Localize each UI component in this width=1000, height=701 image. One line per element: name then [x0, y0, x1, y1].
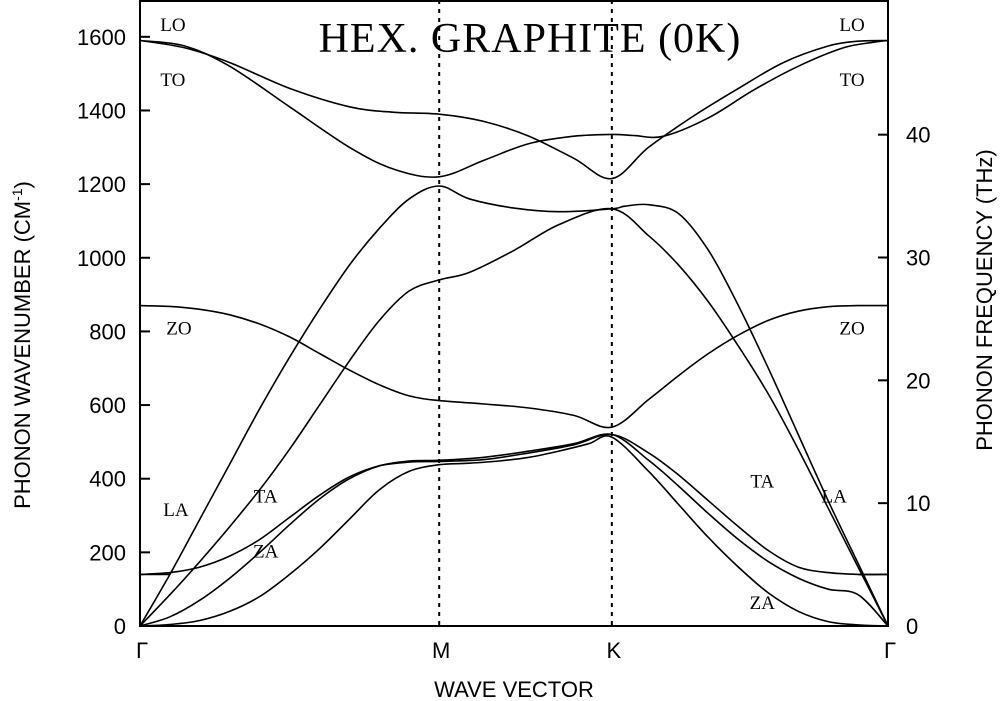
branch-label-to: TO: [840, 70, 865, 91]
y-right-tick-label: 0: [906, 614, 918, 639]
branch-curve-3: [139, 207, 889, 627]
branch-curve-7: [139, 435, 889, 627]
dashed-symmetry-lines: [438, 0, 613, 626]
branch-curve-0: [139, 39, 889, 180]
branch-label-za: ZA: [750, 593, 776, 614]
axis-ticks: 0 200 400 600 800 1000 1200 1400 1600 0 10 20 30 40Γ M…: [77, 25, 930, 663]
y-left-tick-label: 0: [114, 614, 126, 639]
branch-label-la: LA: [821, 486, 847, 507]
x-tick-label: M: [432, 638, 450, 663]
branch-label-to: TO: [160, 70, 185, 91]
y-right-tick-label: 40: [906, 123, 930, 148]
x-tick-label: Γ: [136, 638, 148, 663]
y-axis-right-title: PHONON FREQUENCY (THz): [972, 149, 997, 451]
branch-curve-4: [139, 304, 889, 429]
y-axis-left-title: PHONON WAVENUMBER (CM-1): [9, 181, 35, 509]
plot-frame: [139, 0, 889, 627]
y-right-tick-label: 10: [906, 491, 930, 516]
x-tick-label: Γ: [884, 638, 896, 663]
branch-curve-6: [139, 433, 889, 576]
y-left-tick-label: 800: [89, 319, 126, 344]
y-axis-left-title-main: PHONON WAVENUMBER (CM: [10, 201, 35, 509]
chart-title: HEX. GRAPHITE (0K): [319, 16, 742, 62]
branch-label-lo: LO: [160, 15, 185, 36]
branch-label-ta: TA: [750, 472, 774, 493]
y-axis-left-title-sup: -1: [9, 188, 25, 201]
y-right-tick-label: 20: [906, 368, 930, 393]
branch-curve-1: [139, 39, 889, 178]
branch-label-zo: ZO: [166, 319, 191, 340]
branch-curve-2: [139, 185, 889, 627]
y-left-tick-label: 400: [89, 467, 126, 492]
y-left-tick-label: 1600: [77, 25, 126, 50]
branch-label-za: ZA: [253, 542, 279, 563]
branch-label-la: LA: [163, 500, 189, 521]
x-axis-title: WAVE VECTOR: [434, 677, 594, 701]
y-left-tick-label: 1000: [77, 246, 126, 271]
branch-curve-5: [139, 433, 889, 627]
y-left-tick-label: 1400: [77, 98, 126, 123]
y-axis-left-title-end: ): [10, 181, 35, 188]
y-right-tick-label: 30: [906, 246, 930, 271]
y-left-tick-label: 600: [89, 393, 126, 418]
branch-label-lo: LO: [839, 15, 864, 36]
dispersion-curves: [139, 39, 889, 627]
y-left-tick-label: 200: [89, 540, 126, 565]
branch-label-ta: TA: [254, 486, 278, 507]
x-tick-label: K: [606, 638, 621, 663]
branch-label-zo: ZO: [839, 319, 864, 340]
y-left-tick-label: 1200: [77, 172, 126, 197]
branch-labels: LO TO ZO LA TA ZA LO TO ZO TA LA ZA: [160, 15, 865, 614]
